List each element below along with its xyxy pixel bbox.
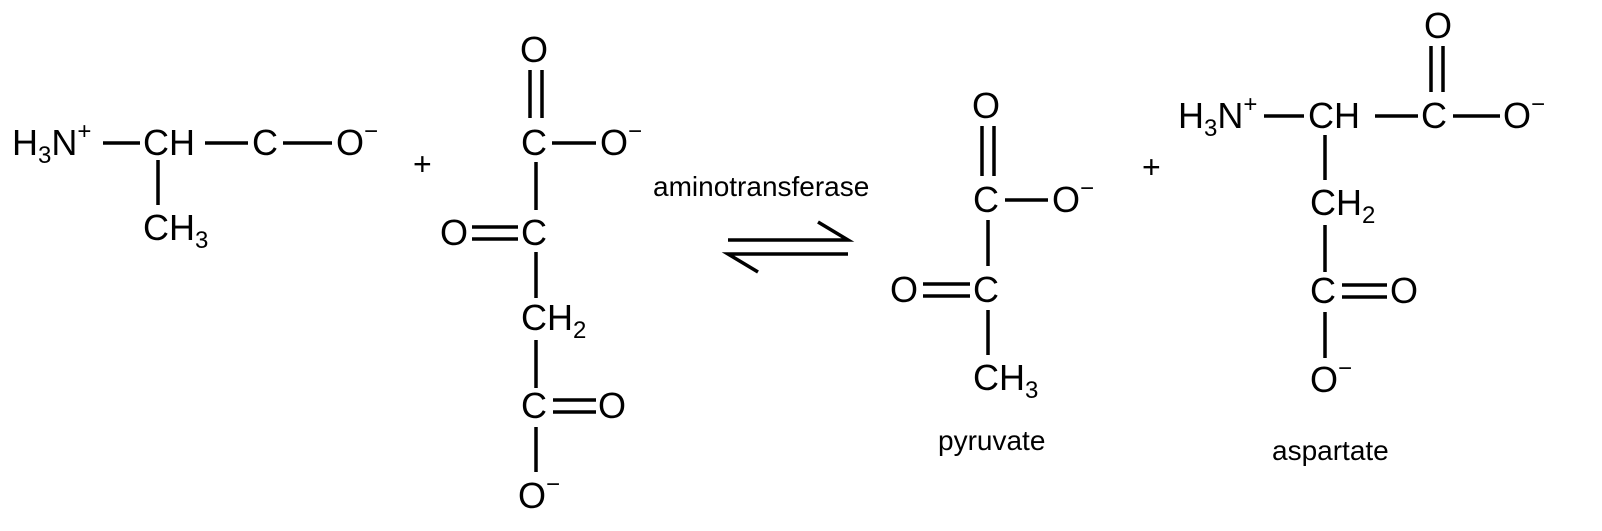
aspartate-ch2: CH2 (1310, 182, 1375, 229)
alanine-methyl-ch3: CH3 (143, 207, 208, 254)
aspartate-side-o: O (1390, 270, 1418, 311)
aspartate-carboxyl-c: C (1421, 95, 1447, 136)
alanine-alpha-ch: CH (143, 122, 195, 163)
aspartate-side-c: C (1310, 270, 1336, 311)
reverse-arrow-icon (721, 252, 848, 274)
pyruvate-top-o: O (972, 85, 1000, 126)
pyruvate-label: pyruvate (938, 425, 1045, 456)
aspartate-bottom-o-minus: O− (1310, 355, 1352, 400)
pyruvate-carboxyl-c: C (973, 179, 999, 220)
keto-bottom-o-minus: O− (518, 471, 560, 516)
keto-bottom-c: C (521, 385, 547, 426)
pyruvate-methyl-ch3: CH3 (973, 357, 1038, 404)
molecule-aspartate: H3N+ CH C O O− CH2 C O O− aspartate (1178, 5, 1545, 466)
keto-carboxyl-c: C (521, 122, 547, 163)
aspartate-label: aspartate (1272, 435, 1389, 466)
keto-ch2: CH2 (521, 297, 586, 344)
keto-top-o: O (520, 29, 548, 70)
pyruvate-carboxyl-o: O− (1052, 175, 1094, 220)
keto-carbonyl-o: O (440, 212, 468, 253)
molecule-alanine: H3N+ CH C O− CH3 (12, 118, 378, 254)
forward-arrow-icon (728, 220, 855, 242)
aspartate-top-o: O (1424, 5, 1452, 46)
pyruvate-carbonyl-c: C (973, 269, 999, 310)
plus-sign-products: + (1142, 149, 1161, 185)
plus-sign-reactants: + (413, 146, 432, 182)
keto-bottom-o: O (598, 385, 626, 426)
keto-carbonyl-c: C (521, 212, 547, 253)
equilibrium-arrow: aminotransferase (653, 171, 869, 274)
alanine-h3n-group: H3N+ (12, 118, 91, 169)
aspartate-alpha-ch: CH (1308, 95, 1360, 136)
molecule-keto-acid: O C O− O C CH2 C O O− (440, 29, 642, 516)
aspartate-h3n-group: H3N+ (1178, 91, 1257, 142)
enzyme-label: aminotransferase (653, 171, 869, 202)
aspartate-carboxyl-o: O− (1503, 91, 1545, 136)
pyruvate-carbonyl-o: O (890, 269, 918, 310)
keto-carboxyl-o: O− (600, 118, 642, 163)
alanine-carboxyl-c: C (252, 122, 278, 163)
molecule-pyruvate: O C O− O C CH3 pyruvate (890, 85, 1094, 456)
alanine-carboxyl-o: O− (336, 118, 378, 163)
